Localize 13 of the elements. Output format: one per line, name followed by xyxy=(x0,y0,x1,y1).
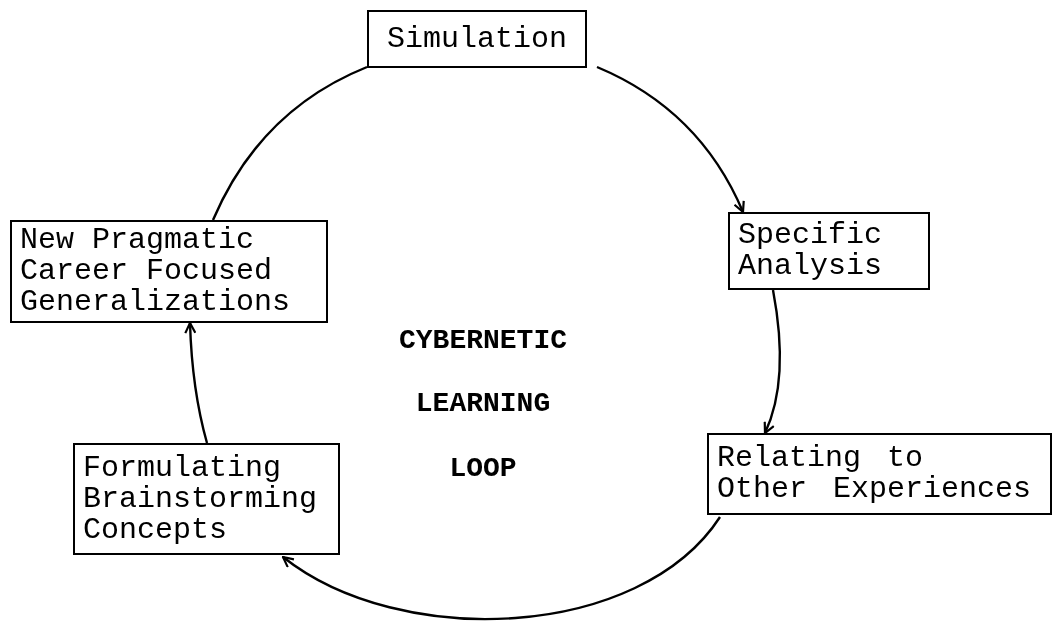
process-box: Relating to Other Experiences xyxy=(707,433,1052,515)
connector-line xyxy=(211,65,368,221)
arrow xyxy=(596,65,745,214)
process-box: Specific Analysis xyxy=(728,212,930,290)
process-box: New Pragmatic Career Focused Generalizations xyxy=(10,220,328,323)
diagram-title-text: CYBERNETIC xyxy=(399,324,567,356)
arrow xyxy=(281,516,721,621)
diagram-title-text: LOOP xyxy=(449,452,517,484)
diagram-title-text: LEARNING xyxy=(415,387,551,419)
process-box: Formulating Brainstorming Concepts xyxy=(73,443,340,555)
arrow xyxy=(763,289,782,435)
process-box: Simulation xyxy=(367,10,587,68)
arrow xyxy=(184,321,209,444)
